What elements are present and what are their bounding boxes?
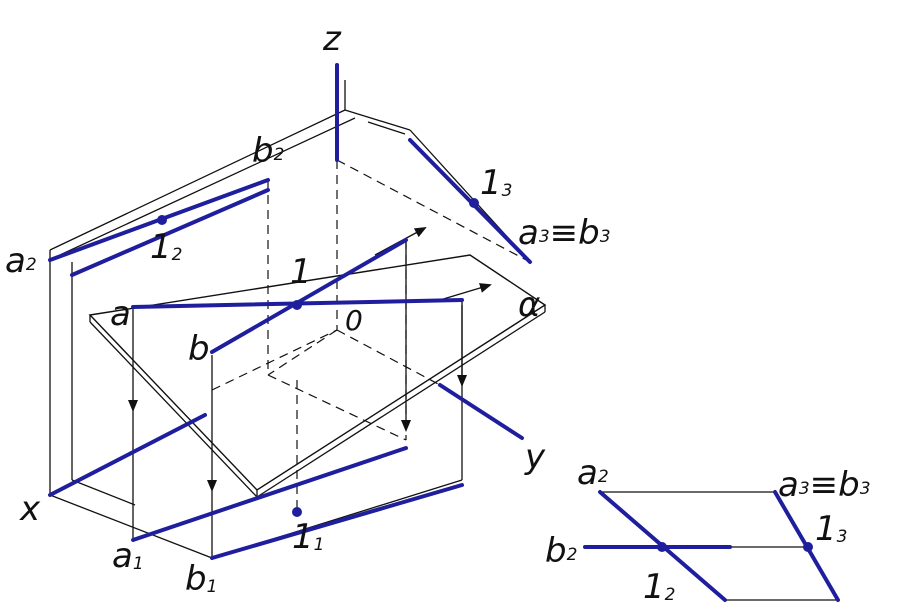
label-x: x [19,489,41,529]
label-z: z [322,19,342,59]
line-a1 [131,446,408,542]
label-1-3: 13 [480,163,512,203]
coordinate-frame [49,80,531,559]
label-alpha: α [518,285,540,325]
line-b [210,238,408,354]
small-point-1-3 [803,542,813,552]
point-1-1 [292,507,302,517]
label-1-1: 11 [292,517,324,557]
small-label-b2: b2 [545,531,577,571]
label-y: y [524,437,546,477]
axes [48,63,524,497]
point-1-2 [157,215,167,225]
label-b2: b2 [252,131,284,171]
label-1-2: 12 [150,227,182,267]
point-1 [292,300,302,310]
label-a1: a1 [112,536,144,576]
small-label-a3-b3: a3≡b3 [778,465,871,505]
small-label-1-3: 13 [815,509,847,549]
label-b: b [188,329,210,369]
small-label-1-2: 12 [643,567,675,607]
x-axis [48,413,207,497]
line-b1 [210,483,464,560]
label-b1: b1 [185,559,217,599]
main-lines [48,138,532,560]
point-1-3 [469,198,479,208]
line-b2 [70,188,270,277]
y-axis [438,383,524,440]
label-a3-b3: a3≡b3 [518,213,611,253]
small-point-1-2 [657,542,667,552]
label-a: a [110,294,131,334]
label-a2: a2 [5,241,37,281]
label-origin: 0 [345,304,363,337]
labels: z y x 0 α a b 1 a2 b2 12 13 a3≡b3 a1 b1 … [5,19,871,607]
small-diagram [583,490,840,602]
small-label-a2: a2 [577,453,609,493]
label-1: 1 [290,252,312,292]
